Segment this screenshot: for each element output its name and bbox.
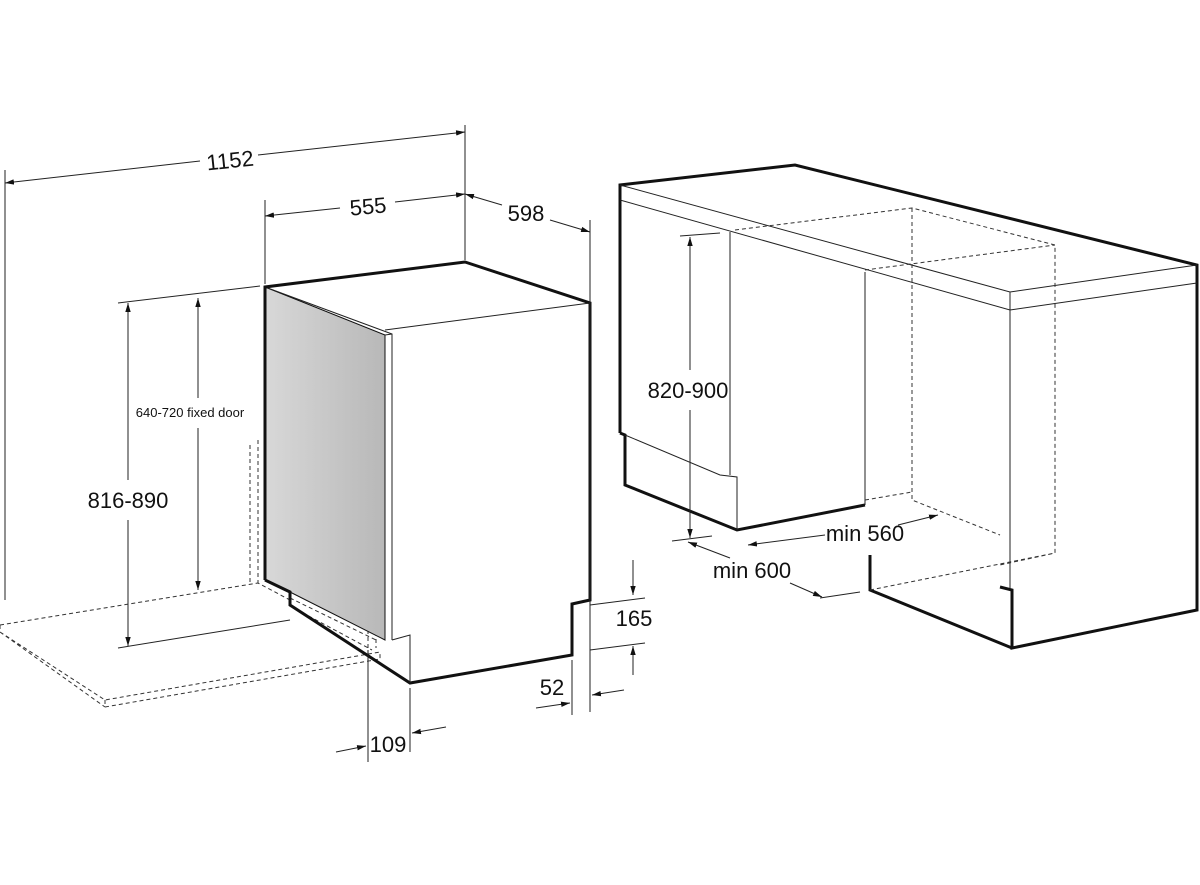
label-niche-depth: min 600	[713, 558, 791, 583]
kitchen-cabinet-niche	[618, 163, 1199, 650]
label-appliance-width: 555	[349, 192, 388, 220]
dimension-lines-right	[671, 232, 939, 599]
label-niche-height: 820-900	[648, 378, 729, 403]
label-total-width-open: 1152	[205, 146, 255, 176]
label-niche-width: min 560	[826, 521, 904, 546]
label-fixed-door: 640-720 fixed door	[136, 405, 245, 420]
dimension-lines-left	[4, 125, 646, 762]
label-appliance-depth: 598	[508, 201, 545, 226]
label-door-offset: 109	[370, 732, 407, 757]
label-plinth-recess: 52	[540, 675, 564, 700]
dishwasher-appliance	[263, 260, 592, 685]
label-plinth-height: 165	[616, 606, 653, 631]
label-appliance-height: 816-890	[88, 488, 169, 513]
